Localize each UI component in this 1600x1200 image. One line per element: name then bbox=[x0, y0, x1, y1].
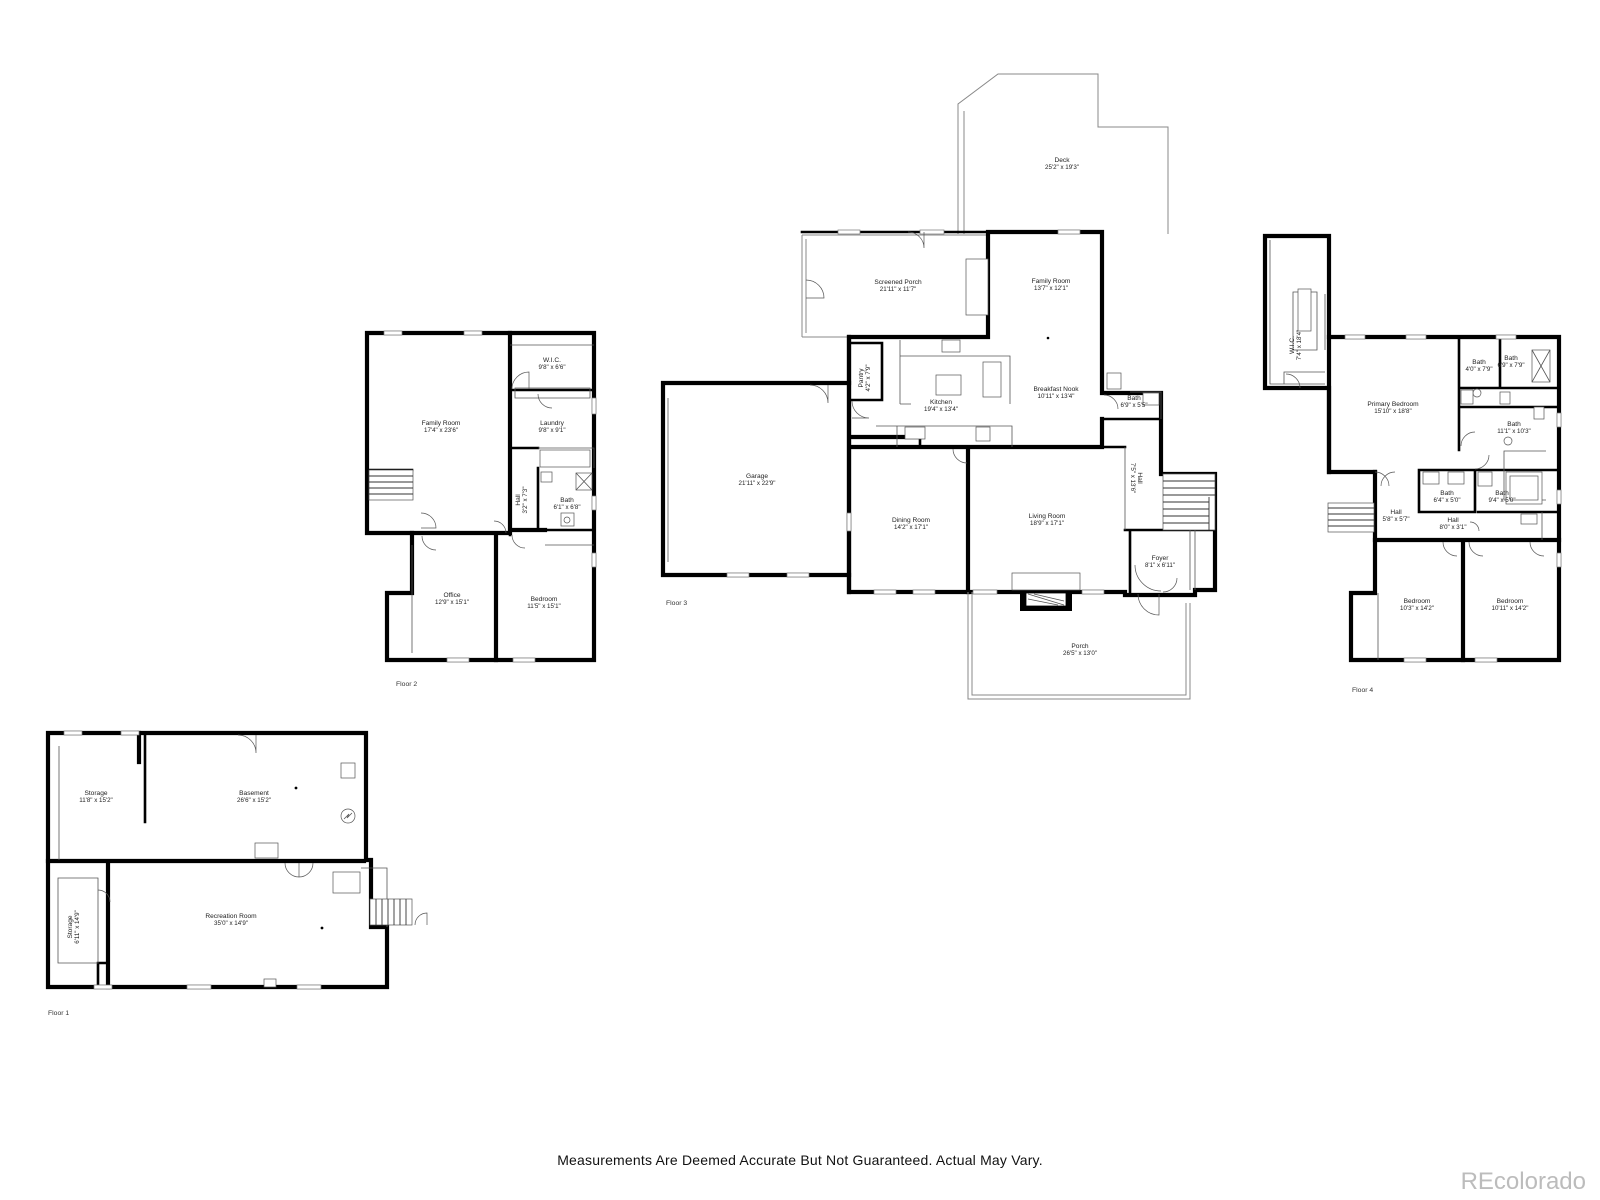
room-name: Living Room bbox=[1029, 513, 1066, 520]
room-dims: 9'4" x 5'0" bbox=[1488, 497, 1515, 504]
room-name: Bedroom bbox=[1497, 598, 1524, 605]
room-name: W.I.C. bbox=[1289, 336, 1296, 354]
room-dims: 10'11" x 13'4" bbox=[1038, 393, 1075, 400]
room-dims: 7'4" x 18'4" bbox=[1296, 330, 1303, 361]
room-name: Bath bbox=[1440, 490, 1454, 497]
room-dims: 14'2" x 17'1" bbox=[894, 524, 928, 531]
floor-1-label: Floor 1 bbox=[48, 1010, 69, 1017]
room-dims: 15'10" x 18'8" bbox=[1374, 408, 1411, 415]
floor-4-plan bbox=[1262, 233, 1562, 663]
room-name: Bath bbox=[1472, 359, 1486, 366]
room-dims: 26'5" x 13'0" bbox=[1063, 650, 1097, 657]
disclaimer-text: Measurements Are Deemed Accurate But Not… bbox=[557, 1152, 1043, 1168]
room-dims: 5'8" x 5'7" bbox=[1382, 516, 1409, 523]
room-dims: 7'5" x 13'6" bbox=[1129, 463, 1136, 494]
room-dims: 21'11" x 11'7" bbox=[880, 286, 916, 293]
room-name: Bath bbox=[1507, 421, 1521, 428]
room-name: Office bbox=[443, 592, 460, 599]
room-name: W.I.C. bbox=[543, 357, 561, 364]
room-dims: 9'8" x 9'1" bbox=[538, 427, 565, 434]
room-dims: 3'2" x 7'3" bbox=[522, 486, 529, 513]
room-name: Breakfast Nook bbox=[1033, 386, 1079, 393]
room-name: Kitchen bbox=[930, 399, 952, 406]
room-dims: 9'8" x 6'6" bbox=[538, 364, 565, 371]
room-name: Laundry bbox=[540, 420, 565, 427]
room-labels: Storage 11'8" x 15'2" Basement 26'6" x 1… bbox=[67, 157, 1531, 944]
room-dims: 6'11" x 14'9" bbox=[74, 910, 81, 943]
floor-3-plan bbox=[660, 73, 1218, 700]
room-name: Family Room bbox=[1032, 278, 1071, 285]
room-name: Hall bbox=[1447, 517, 1459, 524]
room-name: Bath bbox=[1504, 355, 1518, 362]
floor-1-plan bbox=[45, 730, 428, 990]
floor-2-label: Floor 2 bbox=[396, 681, 417, 688]
floor-2-outline bbox=[364, 330, 597, 663]
room-dims: 6'9" x 5'5" bbox=[1120, 402, 1147, 409]
room-name: Bath bbox=[560, 497, 574, 504]
room-dims: 12'9" x 15'1" bbox=[435, 599, 469, 606]
room-dims: 26'6" x 15'2" bbox=[237, 797, 271, 804]
room-dims: 17'4" x 23'6" bbox=[424, 427, 458, 434]
room-name: Dining Room bbox=[892, 517, 931, 524]
floor-1-interior-walls bbox=[45, 730, 367, 990]
room-dims: 4'0" x 7'9" bbox=[1465, 366, 1492, 373]
garage-walls bbox=[660, 380, 852, 578]
room-name: Porch bbox=[1071, 643, 1089, 650]
room-name: Bedroom bbox=[1404, 598, 1431, 605]
room-dims: 13'7" x 12'1" bbox=[1034, 285, 1068, 292]
room-name: Primary Bedroom bbox=[1367, 401, 1419, 408]
room-dims: 6'1" x 6'8" bbox=[553, 504, 580, 511]
room-name: Family Room bbox=[422, 420, 461, 427]
room-name: Screened Porch bbox=[874, 279, 922, 286]
room-name: Foyer bbox=[1152, 555, 1170, 562]
room-name: Hall bbox=[1136, 472, 1143, 484]
room-name: Hall bbox=[515, 494, 522, 506]
room-dims: 6'9" x 7'9" bbox=[1497, 362, 1524, 369]
room-dims: 25'2" x 19'3" bbox=[1045, 164, 1079, 171]
floor-4-interior-walls bbox=[1326, 334, 1562, 663]
room-dims: 8'1" x 6'11" bbox=[1145, 562, 1175, 569]
floor-2-plan bbox=[364, 330, 597, 663]
brand-watermark: REcolorado bbox=[1460, 1168, 1586, 1195]
room-name: Basement bbox=[239, 790, 269, 797]
room-dims: 10'3" x 14'2" bbox=[1400, 605, 1434, 612]
room-name: Deck bbox=[1054, 157, 1070, 164]
room-dims: 19'4" x 13'4" bbox=[924, 406, 958, 413]
room-dims: 4'2" x 7'9" bbox=[865, 364, 872, 391]
deck-outline bbox=[957, 73, 1169, 234]
room-dims: 11'1" x 10'3" bbox=[1497, 428, 1530, 435]
room-name: Recreation Room bbox=[205, 913, 257, 920]
room-name: Storage bbox=[67, 915, 74, 938]
room-dims: 21'11" x 22'9" bbox=[739, 480, 776, 487]
floor-3-label: Floor 3 bbox=[666, 600, 687, 607]
room-dims: 18'9" x 17'1" bbox=[1030, 520, 1064, 527]
room-name: Storage bbox=[84, 790, 107, 797]
room-dims: 11'8" x 15'2" bbox=[79, 797, 112, 804]
room-dims: 35'0" x 14'9" bbox=[214, 920, 248, 927]
room-name: Bath bbox=[1495, 490, 1509, 497]
room-name: Bedroom bbox=[531, 596, 558, 603]
room-name: Pantry bbox=[858, 368, 865, 388]
room-dims: 6'4" x 5'0" bbox=[1433, 497, 1460, 504]
floor-3-interior-walls bbox=[846, 334, 1105, 595]
room-name: Bath bbox=[1127, 395, 1141, 402]
floor-4-label: Floor 4 bbox=[1352, 687, 1373, 694]
porch-outline bbox=[967, 592, 1191, 700]
room-name: Hall bbox=[1390, 509, 1402, 516]
floor-1-outline bbox=[45, 730, 390, 990]
room-dims: 10'11" x 14'2" bbox=[1492, 605, 1529, 612]
floor-2-interior-walls bbox=[409, 330, 548, 663]
room-name: Garage bbox=[746, 473, 768, 480]
room-dims: 11'5" x 15'1" bbox=[527, 603, 560, 610]
room-dims: 8'0" x 3'1" bbox=[1439, 524, 1466, 531]
